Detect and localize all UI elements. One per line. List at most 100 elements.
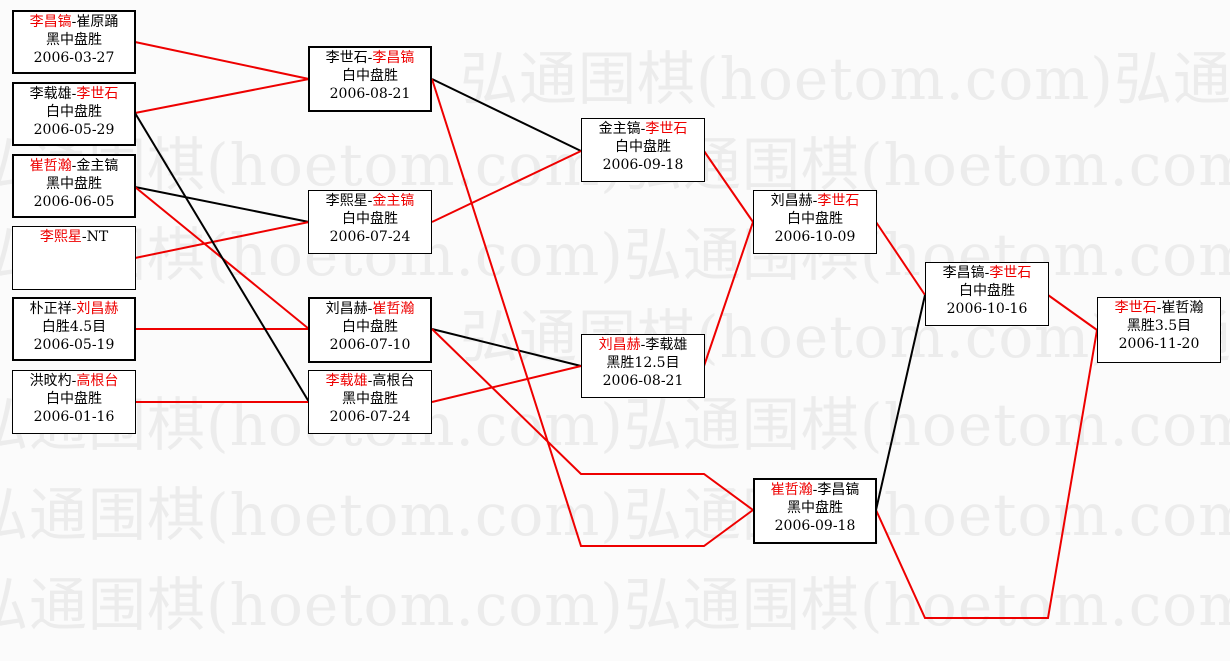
player-black: 李熙星 [325, 193, 368, 209]
player-black: 崔哲瀚 [29, 158, 72, 174]
bracket-line [875, 221, 926, 296]
match-players: 李世石-崔哲瀚 [1114, 300, 1204, 316]
bracket-line [431, 328, 754, 511]
match-players: 李昌镐-李世石 [942, 265, 1032, 281]
player-black: 李世石 [1114, 300, 1157, 316]
match-result: 白中盘胜 [787, 211, 843, 227]
player-black: 李熙星 [39, 229, 82, 245]
player-white: 李世石 [989, 265, 1032, 281]
match-result: 白中盘胜 [342, 68, 398, 84]
match-result: 白中盘胜 [615, 139, 671, 155]
match-players: 金主镐-李世石 [598, 121, 688, 137]
match-box: 李昌镐-李世石白中盘胜 2006-10-16 [925, 262, 1049, 326]
match-result: 黑中盘胜 [342, 391, 398, 407]
match-date: 2006-07-24 [329, 409, 411, 425]
match-box: 崔哲瀚-金主镐黑中盘胜 2006-06-05 [12, 154, 136, 218]
match-result: 白中盘胜 [342, 211, 398, 227]
bracket-line [134, 41, 310, 80]
match-date: 2006-10-09 [774, 229, 856, 245]
match-result: 白胜4.5目 [41, 319, 107, 335]
match-box: 李载雄-李世石白中盘胜 2006-05-29 [12, 82, 136, 146]
player-black: 李昌镐 [942, 265, 985, 281]
match-players: 李载雄-李世石 [29, 86, 119, 102]
bracket-line [875, 329, 1098, 619]
bracket-line [134, 112, 310, 403]
match-box: 李熙星-金主镐白中盘胜 2006-07-24 [308, 190, 432, 254]
match-date: 2006-08-21 [602, 373, 684, 389]
bracket-line [431, 328, 582, 367]
match-result: 黑中盘胜 [46, 32, 102, 48]
player-black: 李载雄 [29, 86, 72, 102]
match-date: 2006-10-16 [946, 301, 1028, 317]
match-date: 2006-05-19 [33, 337, 115, 353]
player-black: 李载雄 [325, 373, 368, 389]
player-white: 李世石 [817, 193, 860, 209]
match-date: 2006-03-27 [33, 50, 115, 66]
match-box: 金主镐-李世石白中盘胜 2006-09-18 [581, 118, 705, 182]
bracket-line [703, 221, 754, 367]
bracket-line [431, 365, 582, 403]
match-date: 2006-09-18 [774, 518, 856, 534]
match-date: 2006-09-18 [602, 157, 684, 173]
match-date: 2006-05-29 [33, 122, 115, 138]
match-date: 2006-06-05 [33, 194, 115, 210]
player-black: 李昌镐 [29, 14, 72, 30]
player-black: 刘昌赫 [770, 193, 813, 209]
match-result: 白中盘胜 [959, 283, 1015, 299]
bracket-line [134, 186, 310, 223]
match-box: 崔哲瀚-李昌镐黑中盘胜 2006-09-18 [753, 478, 877, 544]
player-white: 刘昌赫 [76, 301, 119, 317]
player-black: 朴正祥 [29, 301, 72, 317]
match-date: 2006-01-16 [33, 409, 115, 425]
match-box: 洪旼杓-高根台白中盘胜 2006-01-16 [12, 370, 136, 434]
bracket-line [431, 150, 582, 223]
player-black: 洪旼杓 [29, 373, 72, 389]
player-white: 高根台 [372, 373, 415, 389]
match-result: 白中盘胜 [46, 104, 102, 120]
match-result: 黑胜12.5目 [606, 355, 680, 371]
player-white: 崔原踊 [76, 14, 119, 30]
player-white: 金主镐 [76, 158, 119, 174]
match-players: 李熙星-金主镐 [325, 193, 415, 209]
player-white: 李昌镐 [372, 50, 415, 66]
bracket-line [431, 78, 754, 547]
match-date: 2006-11-20 [1118, 336, 1200, 352]
match-players: 李熙星-NT [39, 229, 109, 245]
player-white: 金主镐 [372, 193, 415, 209]
match-date: 2006-07-10 [329, 337, 411, 353]
match-players: 崔哲瀚-李昌镐 [770, 482, 860, 498]
match-result: 黑中盘胜 [787, 500, 843, 516]
player-white: NT [86, 229, 109, 245]
player-white: 李载雄 [645, 337, 688, 353]
match-result: 黑中盘胜 [46, 176, 102, 192]
match-result: 黑胜3.5目 [1126, 318, 1192, 334]
player-white: 高根台 [76, 373, 119, 389]
match-players: 崔哲瀚-金主镐 [29, 158, 119, 174]
bracket-line [1047, 294, 1098, 331]
match-date: 2006-08-21 [329, 86, 411, 102]
player-black: 金主镐 [598, 121, 641, 137]
match-result: 白中盘胜 [46, 391, 102, 407]
match-players: 李世石-李昌镐 [325, 50, 415, 66]
player-white: 李世石 [645, 121, 688, 137]
match-result: 白中盘胜 [342, 319, 398, 335]
match-box: 李世石-李昌镐白中盘胜 2006-08-21 [308, 46, 432, 112]
player-white: 李昌镐 [817, 482, 860, 498]
player-white: 崔哲瀚 [372, 301, 415, 317]
match-box: 李熙星-NT [12, 226, 136, 290]
player-black: 刘昌赫 [325, 301, 368, 317]
player-black: 李世石 [325, 50, 368, 66]
match-date: 2006-07-24 [329, 229, 411, 245]
bracket-line [703, 150, 754, 223]
player-black: 刘昌赫 [598, 337, 641, 353]
match-players: 朴正祥-刘昌赫 [29, 301, 119, 317]
match-players: 洪旼杓-高根台 [29, 373, 119, 389]
match-box: 李世石-崔哲瀚黑胜3.5目 2006-11-20 [1097, 297, 1221, 363]
player-white: 崔哲瀚 [1161, 300, 1204, 316]
bracket-line [134, 221, 310, 259]
